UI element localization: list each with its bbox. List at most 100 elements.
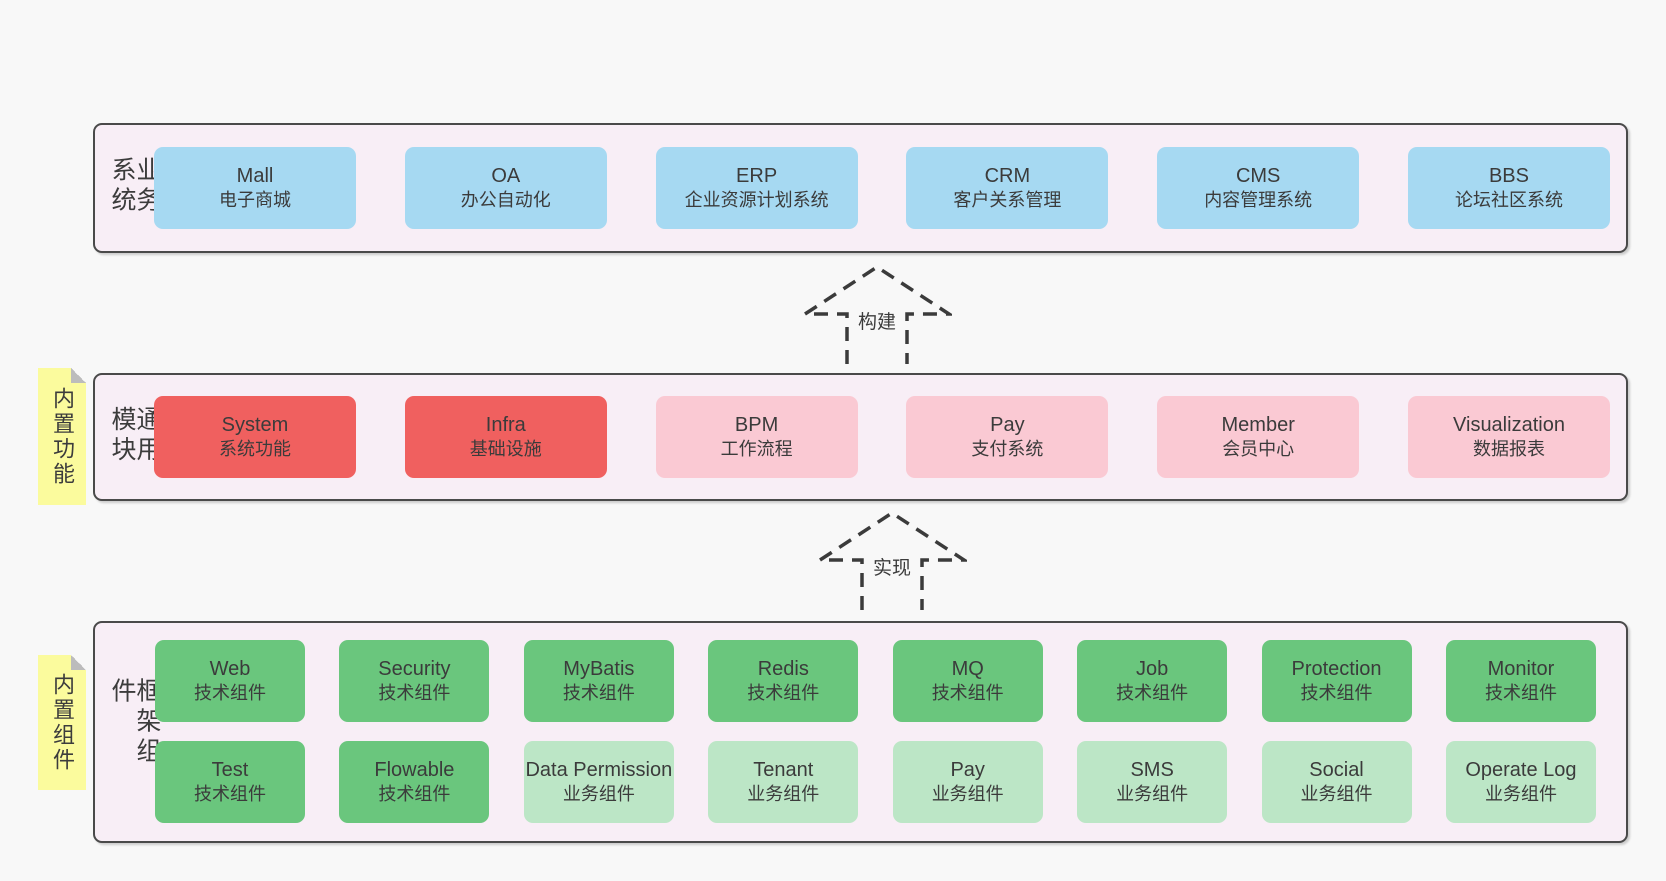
box-mq: MQ 技术组件 — [892, 640, 1043, 722]
components-layer-side-label: 框架组件 — [108, 677, 161, 768]
box-social-subtitle: 业务组件 — [1300, 784, 1373, 805]
box-visualization-subtitle: 数据报表 — [1472, 439, 1545, 460]
box-job: Job 技术组件 — [1077, 640, 1228, 722]
up-arrow-icon — [817, 510, 967, 610]
box-sms: SMS 业务组件 — [1077, 741, 1228, 823]
box-tenant-title: Tenant — [753, 759, 814, 782]
box-mq-subtitle: 技术组件 — [931, 683, 1004, 704]
box-visualization-title: Visualization — [1453, 414, 1565, 437]
box-tenant: Tenant 业务组件 — [708, 741, 859, 823]
box-web-title: Web — [209, 658, 251, 681]
box-oa-title: OA — [491, 165, 521, 188]
box-data-permission-title: Data Permission — [525, 759, 673, 782]
box-mybatis: MyBatis 技术组件 — [523, 640, 674, 722]
box-protection-subtitle: 技术组件 — [1300, 683, 1373, 704]
box-social: Social 业务组件 — [1261, 741, 1412, 823]
box-bbs-subtitle: 论坛社区系统 — [1454, 190, 1563, 211]
box-infra: Infra 基础设施 — [404, 396, 607, 478]
box-redis-title: Redis — [757, 658, 809, 681]
box-bbs: BBS 论坛社区系统 — [1407, 147, 1610, 229]
box-test-subtitle: 技术组件 — [194, 784, 266, 805]
box-operate-log-title: Operate Log — [1465, 759, 1577, 782]
box-bpm-subtitle: 工作流程 — [720, 439, 793, 460]
box-crm-subtitle: 客户关系管理 — [953, 190, 1062, 211]
box-cms-subtitle: 内容管理系统 — [1204, 190, 1313, 211]
box-monitor: Monitor 技术组件 — [1445, 640, 1596, 722]
box-data-permission: Data Permission 业务组件 — [523, 741, 674, 823]
box-mall: Mall 电子商城 — [154, 147, 356, 229]
built-in-components-tag-text: 内置组件 — [50, 672, 75, 773]
box-sms-title: SMS — [1130, 759, 1174, 782]
box-pay-component-title: Pay — [950, 759, 985, 782]
box-web: Web 技术组件 — [155, 640, 305, 722]
box-crm: CRM 客户关系管理 — [906, 147, 1109, 229]
box-visualization: Visualization 数据报表 — [1407, 396, 1610, 478]
box-protection: Protection 技术组件 — [1261, 640, 1412, 722]
box-operate-log: Operate Log 业务组件 — [1445, 741, 1596, 823]
box-oa: OA 办公自动化 — [404, 147, 607, 229]
built-in-components-tag: 内置组件 — [38, 655, 86, 790]
box-monitor-subtitle: 技术组件 — [1484, 683, 1557, 704]
box-crm-title: CRM — [984, 165, 1031, 188]
box-infra-title: Infra — [485, 414, 526, 437]
box-security-subtitle: 技术组件 — [378, 683, 451, 704]
box-bpm: BPM 工作流程 — [655, 396, 858, 478]
folded-corner-icon — [71, 368, 86, 383]
box-erp-title: ERP — [736, 165, 778, 188]
box-flowable-subtitle: 技术组件 — [378, 784, 451, 805]
box-redis-subtitle: 技术组件 — [747, 683, 820, 704]
box-web-subtitle: 技术组件 — [194, 683, 266, 704]
box-bbs-title: BBS — [1488, 165, 1529, 188]
box-social-title: Social — [1309, 759, 1364, 782]
box-tenant-subtitle: 业务组件 — [747, 784, 820, 805]
box-protection-title: Protection — [1291, 658, 1382, 681]
built-in-functions-tag: 内置功能 — [38, 368, 86, 505]
components-row-2: Test 技术组件 Flowable 技术组件 Data Permission … — [155, 741, 1596, 823]
build-arrow-label: 构建 — [852, 306, 902, 335]
box-erp-subtitle: 企业资源计划系统 — [684, 190, 829, 211]
business-boxes-row: Mall 电子商城 OA 办公自动化 ERP 企业资源计划系统 CRM 客户关系… — [154, 125, 1610, 251]
modules-boxes-row: System 系统功能 Infra 基础设施 BPM 工作流程 Pay 支付系统… — [154, 375, 1610, 499]
box-sms-subtitle: 业务组件 — [1116, 784, 1189, 805]
box-test: Test 技术组件 — [155, 741, 305, 823]
business-systems-layer: 业务系统 Mall 电子商城 OA 办公自动化 ERP 企业资源计划系统 CRM… — [93, 123, 1628, 253]
box-pay-module: Pay 支付系统 — [906, 396, 1109, 478]
implement-arrow: 实现 — [817, 510, 967, 610]
box-system: System 系统功能 — [154, 396, 356, 478]
box-bpm-title: BPM — [734, 414, 779, 437]
box-mall-title: Mall — [236, 165, 274, 188]
box-data-permission-subtitle: 业务组件 — [562, 784, 635, 805]
box-job-title: Job — [1135, 658, 1169, 681]
implement-arrow-label: 实现 — [867, 552, 917, 581]
box-security: Security 技术组件 — [339, 640, 490, 722]
box-pay-component-subtitle: 业务组件 — [931, 784, 1004, 805]
box-flowable-title: Flowable — [374, 759, 455, 782]
box-mq-title: MQ — [951, 658, 984, 681]
box-pay-component: Pay 业务组件 — [892, 741, 1043, 823]
box-job-subtitle: 技术组件 — [1116, 683, 1189, 704]
box-mall-subtitle: 电子商城 — [219, 190, 291, 211]
box-operate-log-subtitle: 业务组件 — [1484, 784, 1557, 805]
box-oa-subtitle: 办公自动化 — [460, 190, 551, 211]
framework-components-layer: 框架组件 Web 技术组件 Security 技术组件 MyBatis 技术组件… — [93, 621, 1628, 843]
components-row-1: Web 技术组件 Security 技术组件 MyBatis 技术组件 Redi… — [155, 640, 1596, 722]
box-system-subtitle: 系统功能 — [219, 439, 291, 460]
box-pay-module-subtitle: 支付系统 — [971, 439, 1044, 460]
box-system-title: System — [221, 414, 289, 437]
modules-layer-side-label: 通用模块 — [108, 406, 161, 466]
build-arrow: 构建 — [802, 264, 952, 364]
box-member: Member 会员中心 — [1157, 396, 1360, 478]
business-layer-side-label: 业务系统 — [108, 156, 161, 217]
folded-corner-icon — [71, 655, 86, 670]
box-security-title: Security — [378, 658, 451, 681]
box-infra-subtitle: 基础设施 — [469, 439, 542, 460]
common-modules-layer: 通用模块 System 系统功能 Infra 基础设施 BPM 工作流程 Pay… — [93, 373, 1628, 501]
box-test-title: Test — [211, 759, 249, 782]
box-member-title: Member — [1221, 414, 1295, 437]
box-redis: Redis 技术组件 — [708, 640, 859, 722]
box-mybatis-subtitle: 技术组件 — [562, 683, 635, 704]
components-grid: Web 技术组件 Security 技术组件 MyBatis 技术组件 Redi… — [155, 640, 1596, 823]
up-arrow-icon — [802, 264, 952, 364]
box-cms-title: CMS — [1235, 165, 1281, 188]
box-monitor-title: Monitor — [1487, 658, 1555, 681]
